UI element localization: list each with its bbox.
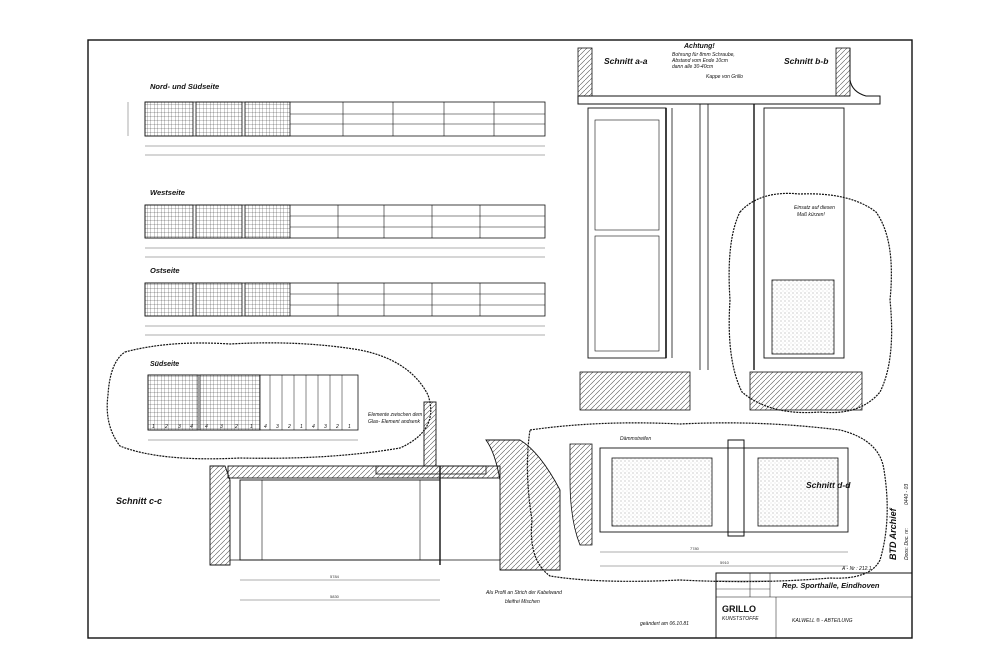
profil-note-line2: bleifrei Mischen xyxy=(505,599,540,605)
svg-text:Achtung!: Achtung! xyxy=(683,43,715,50)
svg-text:3: 3 xyxy=(324,424,327,430)
svg-text:Abstand vom Ende 10cm: Abstand vom Ende 10cm xyxy=(671,58,728,64)
profil-note-line1: Alu Profil an Strich der Kabelwand xyxy=(485,590,562,596)
company-logo: GRILLO xyxy=(722,604,756,614)
suedseite-note-line1: Elemente zwischen dem xyxy=(368,412,422,418)
svg-text:1: 1 xyxy=(300,424,303,430)
title-schnitt-bb: Schnitt b-b xyxy=(784,56,828,66)
daemmstreifen-label: Dämmstreifen xyxy=(620,436,651,442)
title-schnitt-cc: Schnitt c-c xyxy=(116,496,162,506)
svg-text:dann alle 30-40cm: dann alle 30-40cm xyxy=(672,64,713,70)
svg-text:1: 1 xyxy=(348,424,351,430)
elevation-westseite: Westseite xyxy=(144,188,546,258)
svg-text:4: 4 xyxy=(190,424,193,430)
title-schnitt-aa: Schnitt a-a xyxy=(604,56,648,66)
title-suedseite: Südseite xyxy=(150,361,179,368)
kappe-note: Kappe von Grillo xyxy=(706,74,743,80)
section-dd: Dämmstreifen Schnitt d-d 7780 5910 xyxy=(526,422,888,583)
dim-5830: 5830 xyxy=(330,594,340,599)
svg-text:3: 3 xyxy=(178,424,181,430)
section-cc: Schnitt c-c 5784 5830 Alu Profil an Stri… xyxy=(116,401,562,605)
detail-suedseite: Südseite 1 2 3 4 4 3 2 1 4 3 2 1 4 3 2 1 xyxy=(106,342,432,460)
project-name: Rep. Sporthalle, Eindhoven xyxy=(782,581,880,590)
svg-text:2: 2 xyxy=(234,424,238,430)
svg-text:4: 4 xyxy=(264,424,267,430)
elevation-ostseite: Ostseite xyxy=(144,266,546,336)
svg-text:2: 2 xyxy=(164,424,168,430)
sheet-border xyxy=(87,39,913,639)
title-ostseite: Ostseite xyxy=(150,266,180,275)
svg-text:4: 4 xyxy=(312,424,315,430)
panel-numbers: 1 2 3 4 4 3 2 1 4 3 2 1 4 3 2 1 xyxy=(152,424,351,430)
archive-label: BTD Archief xyxy=(888,507,898,560)
svg-text:Bohrung für 8mm Schraube,: Bohrung für 8mm Schraube, xyxy=(672,52,735,58)
dim-5910: 5910 xyxy=(720,560,730,565)
svg-text:3: 3 xyxy=(276,424,279,430)
title-block: A - Nr : 212.1 Rep. Sporthalle, Eindhove… xyxy=(640,566,913,639)
changed-date: geändert am 06.10.81 xyxy=(640,621,689,627)
svg-text:2: 2 xyxy=(335,424,339,430)
section-aa-bb: Schnitt a-a Schnitt b-b Achtung! Bohrung… xyxy=(577,43,893,414)
a-number: A - Nr : 212.1 xyxy=(841,566,872,572)
revision-cloud-bb xyxy=(728,192,893,414)
dim-7780: 7780 xyxy=(690,546,700,551)
elevation-nord-sued: Nord- und Südseite xyxy=(127,82,546,156)
title-schnitt-dd: Schnitt d-d xyxy=(806,480,851,490)
doc-number: 0440 - 03 xyxy=(904,484,910,505)
achtung-note: Achtung! Bohrung für 8mm Schraube, Absta… xyxy=(671,43,735,70)
svg-text:1: 1 xyxy=(152,424,155,430)
einsatz-note-line1: Einsatz auf diesen xyxy=(794,205,835,211)
department-label: KALWELL ® - ABTEILUNG xyxy=(792,617,853,624)
title-westseite: Westseite xyxy=(150,188,185,197)
einsatz-note-line2: Maß kürzen! xyxy=(797,212,825,218)
archive-stamp: BTD Archief Doos: Doc. nr: 0440 - 03 xyxy=(888,484,910,560)
svg-text:4: 4 xyxy=(205,424,208,430)
doc-label: Doos: Doc. nr: xyxy=(904,527,910,560)
dim-5784: 5784 xyxy=(330,574,340,579)
revision-cloud-suedseite xyxy=(106,342,432,460)
suedseite-note-line2: Glas- Element andsenk xyxy=(368,419,420,425)
svg-text:2: 2 xyxy=(287,424,291,430)
svg-text:1: 1 xyxy=(250,424,253,430)
title-nord-sued: Nord- und Südseite xyxy=(150,82,219,91)
svg-text:3: 3 xyxy=(220,424,223,430)
company-subtitle: KUNSTSTOFFE xyxy=(722,616,759,622)
revision-cloud-dd xyxy=(526,422,888,583)
